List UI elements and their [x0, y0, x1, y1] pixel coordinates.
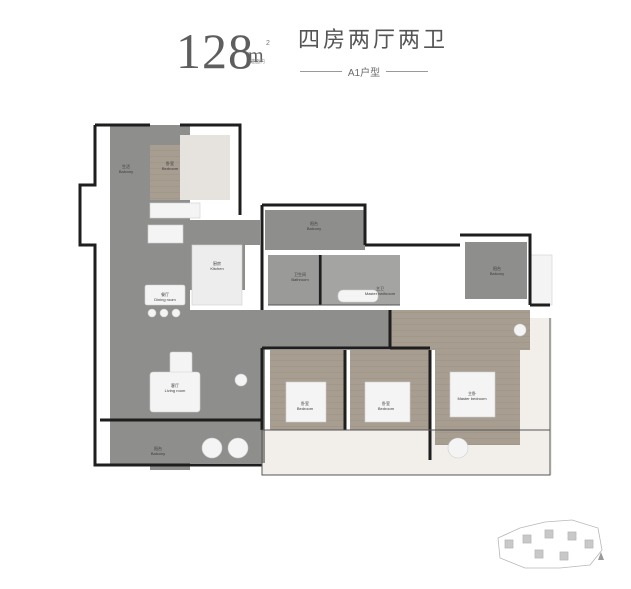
north-arrow-icon — [598, 552, 604, 560]
walls — [78, 123, 550, 467]
site-key-plan — [497, 519, 603, 569]
divider-line — [386, 70, 429, 72]
area-unit-superscript: 2 — [266, 40, 270, 47]
layout-code-row: A1户型 — [300, 64, 429, 79]
divider-line — [300, 70, 342, 72]
bathroom-floor — [268, 255, 318, 305]
thin-walls — [261, 304, 551, 476]
layout-title: 四房两厅两卫 — [298, 28, 449, 53]
wood-floor — [150, 145, 530, 445]
area-number: 128 — [176, 23, 254, 79]
area-unit: m — [248, 45, 264, 67]
bedroom-top-floor — [180, 135, 230, 200]
area-unit-note: 建面约 — [250, 59, 266, 65]
layout-code: A1户型 — [347, 67, 381, 79]
